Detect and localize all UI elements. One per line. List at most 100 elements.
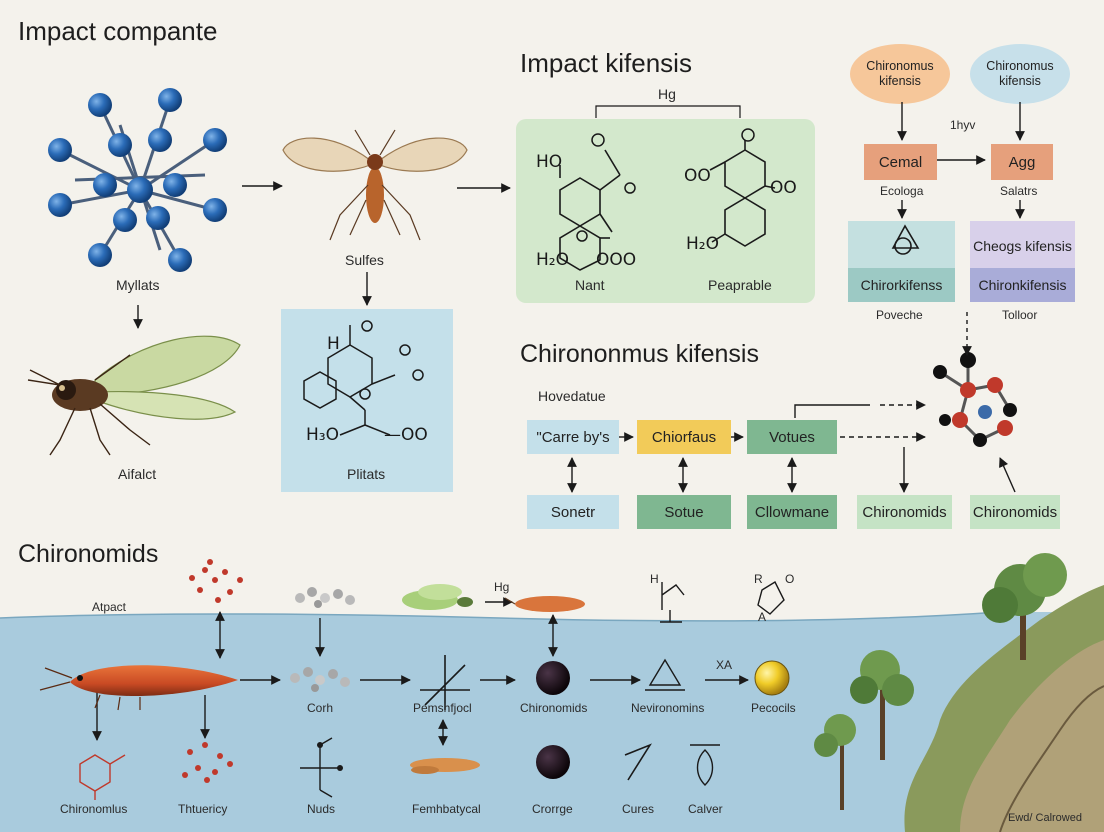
heading-bottom-left: Chironomids (18, 540, 159, 568)
dark-sphere-bottom (536, 745, 570, 779)
orange-larva-bottom (410, 758, 480, 774)
flow-box-7: Chironomids (862, 503, 947, 521)
tile-right-bottom (970, 268, 1075, 302)
chem-oo-right: OO (770, 178, 797, 198)
water (0, 612, 1104, 832)
label-thtuericy: Thtuericy (178, 802, 228, 816)
dragonfly-left (27, 335, 241, 456)
ellipse-left (850, 44, 950, 104)
molecule-label: Myllats (116, 277, 160, 293)
tile-left-top (848, 221, 955, 268)
flow-box-8: Chironomids (972, 503, 1058, 521)
label-corh: Corh (307, 701, 334, 715)
label-chironomids: Chironomids (520, 701, 588, 715)
tile-left-glyph (891, 224, 920, 255)
chem-ho: HO (536, 152, 563, 172)
fly-label: Sulfes (345, 252, 384, 268)
chem-h: H (327, 334, 340, 354)
chem-h2o-right: H₂O (686, 234, 719, 254)
label-cures: Cures (622, 802, 655, 816)
red-particles-bottom (182, 742, 233, 783)
hg-label: Hg (494, 580, 510, 594)
label-nuds: Nuds (307, 802, 336, 816)
cap-left-label: Poveche (876, 308, 923, 322)
corner-label: Ewd/ Calrowed (1008, 812, 1082, 824)
hg-bracket (595, 105, 741, 118)
green-fly (402, 584, 473, 610)
heading-top-center: Impact kifensis (520, 48, 692, 78)
flow-caption: Hovedatue (538, 388, 606, 404)
arrows (92, 102, 1025, 746)
flow-box-1-bg (527, 420, 619, 454)
flow-box-2: Chiorfaus (651, 428, 717, 446)
label-calver: Calver (688, 802, 723, 816)
tile-left-bottom (848, 268, 955, 302)
box-left: Cemal (864, 144, 937, 180)
top-glyph-1 (660, 582, 685, 623)
a-label: A (758, 610, 767, 624)
flow-box-6-bg (747, 495, 837, 529)
top-glyph-2 (757, 581, 785, 615)
ellipse-right (970, 44, 1070, 104)
green-panel (516, 119, 815, 303)
blue-molecule (48, 88, 227, 272)
flow-box-8-bg (970, 495, 1060, 529)
right-structure (709, 140, 776, 247)
mayfly-top (282, 129, 468, 241)
left-structure (559, 149, 621, 271)
panel-left-label: Nant (575, 277, 605, 293)
yellow-sphere (754, 660, 790, 696)
flow-box-5: Sotue (664, 503, 704, 521)
flow-box-3: Votues (769, 428, 815, 446)
flow-box-2-bg (637, 420, 731, 454)
impact-label: Atpact (92, 600, 127, 614)
label-crorrge: Crorrge (532, 802, 573, 816)
sub-right-label: Salatrs (1000, 184, 1038, 198)
label-chironomlus: Chironomlus (60, 802, 128, 816)
structure-drawing (303, 325, 396, 436)
heading-middle-right: Chirononmus kifensis (520, 340, 759, 368)
mid-label: 1hyv (950, 118, 976, 132)
shrimp (39, 665, 238, 711)
ellipse-left-label: Chironomus kifensis (866, 59, 934, 88)
bracket-label: Hg (658, 86, 676, 102)
box-right: Agg (991, 144, 1053, 180)
label-femhbatycal: Femhbatycal (412, 802, 481, 816)
xa-label: XA (716, 658, 733, 672)
r-label: R (754, 572, 763, 586)
label-pecocils: Pecocils (751, 701, 796, 715)
heading-top-left: Impact compante (18, 16, 218, 46)
label-pemshfjocl: Pemshfjocl (413, 701, 472, 715)
grey-particles-top (295, 587, 355, 608)
red-particles-top (189, 559, 243, 603)
tile-right-bottom-label: Chironkifensis (978, 277, 1067, 293)
sub-left-label: Ecologa (880, 184, 924, 198)
insect-label: Aifalct (118, 466, 157, 482)
chem-oo: —OO (384, 425, 428, 445)
tile-right-top-label: Cheogs kifensis (973, 237, 1072, 254)
dark-sphere (536, 661, 570, 695)
flow-box-6: Cllowmane (754, 503, 830, 521)
red-black-molecule (933, 352, 1017, 447)
flow-box-3-bg (747, 420, 837, 454)
structure-label: Plitats (347, 466, 386, 482)
structure-panel (281, 309, 453, 492)
o-label: O (785, 572, 795, 586)
z-glyph (624, 743, 652, 781)
cone-glyph (645, 658, 685, 691)
grey-particles-mid (290, 667, 350, 692)
orange-larva-top (504, 596, 585, 612)
flow-box-4: Sonetr (550, 503, 596, 521)
flow-box-5-bg (637, 495, 731, 529)
panel-right-label: Peaprable (708, 277, 772, 293)
small-structure (300, 737, 340, 798)
tile-right-top (970, 221, 1075, 268)
bottom-left-structure (79, 754, 126, 800)
cap-right-label: Tolloor (1002, 308, 1038, 322)
tile-left-bottom-label: Chirorkifenss (860, 277, 943, 293)
chem-ooo: OOO (596, 250, 637, 270)
chem-h2o: H₂O (536, 250, 569, 270)
chem-oo-left: OO (684, 166, 711, 186)
